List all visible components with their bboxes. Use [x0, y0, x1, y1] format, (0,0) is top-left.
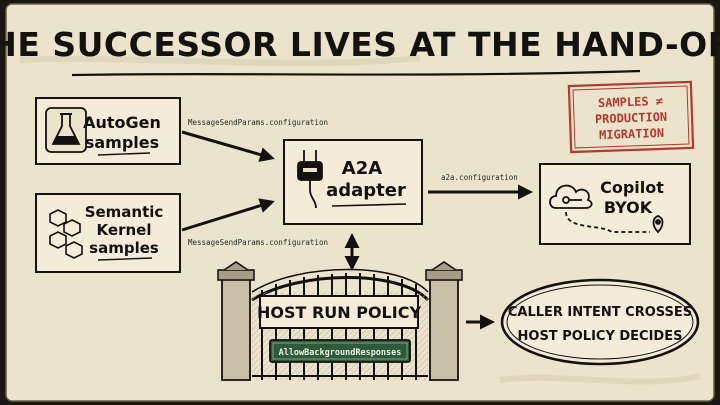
outcome-bubble: CALLER INTENT CROSSES HOST POLICY DECIDE…	[500, 278, 700, 366]
outcome-line-1: CALLER INTENT CROSSES	[508, 305, 692, 320]
copilot-label-line-2: BYOK	[604, 198, 653, 217]
edge-label-sk: MessageSendParams.configuration	[188, 238, 328, 247]
flask-icon	[45, 107, 87, 153]
gate-sign-text: HOST RUN POLICY	[257, 303, 421, 322]
adapter-label-line-2: adapter	[326, 180, 406, 201]
page-title: THE SUCCESSOR LIVES AT THE HAND-OFF	[0, 25, 720, 64]
host-run-policy-gate: HOST RUN POLICY AllowBackgroundResponses	[217, 261, 463, 381]
gate-left-pillar	[217, 261, 255, 381]
sk-label-line-2: Kernel	[97, 221, 152, 239]
adapter-label-line-1: A2A	[342, 158, 382, 179]
host-run-policy-sign: HOST RUN POLICY	[257, 295, 421, 329]
a2a-adapter-card: A2A adapter	[283, 139, 423, 225]
copilot-label-line-1: Copilot	[600, 178, 664, 197]
hexagon-molecule-icon	[49, 209, 83, 259]
autogen-samples-card: AutoGen samples	[35, 97, 181, 165]
edge-label-copilot: a2a.configuration	[441, 173, 518, 182]
plug-icon	[297, 150, 323, 209]
allow-background-responses-plaque: AllowBackgroundResponses	[269, 339, 411, 363]
outcome-line-2: HOST POLICY DECIDES	[518, 329, 683, 344]
sk-label-line-1: Semantic	[85, 203, 164, 221]
stamp-line-1: SAMPLES ≠	[598, 94, 663, 110]
stamp-line-3: MIGRATION	[599, 126, 664, 142]
samples-not-production-stamp: SAMPLES ≠ PRODUCTION MIGRATION	[567, 80, 695, 154]
autogen-label-line-1: AutoGen	[83, 113, 161, 132]
semantic-kernel-samples-card: Semantic Kernel samples	[35, 193, 181, 273]
title-underline	[71, 69, 641, 77]
gate-right-pillar	[425, 261, 463, 381]
copilot-byok-card: Copilot BYOK	[539, 163, 691, 245]
cloud-key-icon	[549, 184, 664, 234]
edge-sk-to-adapter: MessageSendParams.configuration	[181, 198, 328, 247]
sk-label-line-3: samples	[89, 239, 159, 257]
edge-autogen-to-adapter: MessageSendParams.configuration	[181, 118, 328, 162]
plaque-text: AllowBackgroundResponses	[279, 348, 402, 358]
edge-adapter-to-copilot: a2a.configuration	[428, 173, 533, 200]
stamp-line-2: PRODUCTION	[595, 110, 668, 127]
autogen-label-line-2: samples	[85, 133, 159, 152]
edge-label-autogen: MessageSendParams.configuration	[188, 118, 328, 127]
